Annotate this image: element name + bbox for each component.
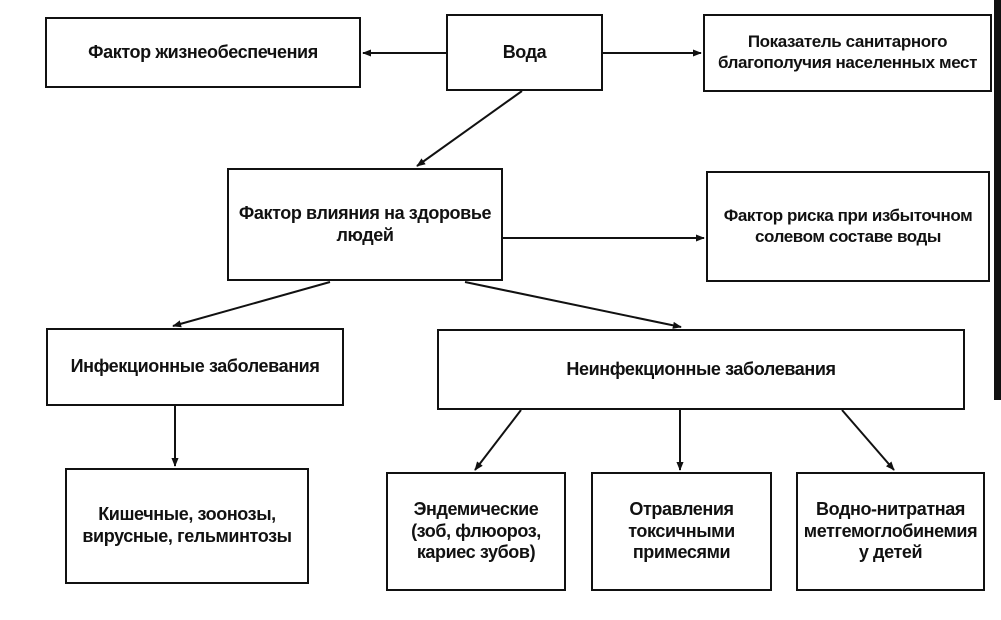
node-nitrate: Водно-нитратная метгемоглобинемия у дете… [796, 472, 985, 591]
node-intestinal: Кишечные, зоонозы, вирусные, гельминтозы [65, 468, 309, 584]
node-infectious: Инфекционные заболевания [46, 328, 344, 406]
node-risk-factor: Фактор риска при избыточном солевом сост… [706, 171, 990, 282]
node-water: Вода [446, 14, 603, 91]
edge-noninfectious-to-nitrate [841, 409, 895, 471]
edge-health-to-noninfectious [464, 281, 682, 329]
node-sanitary-indicator: Показатель санитарного благополучия насе… [703, 14, 992, 92]
node-poisoning: Отравления токсичными примесями [591, 472, 772, 591]
node-endemic: Эндемические (зоб, флюороз, кариес зубов… [386, 472, 566, 591]
right-edge-bar [994, 0, 1001, 400]
node-noninfectious: Неинфекционные заболевания [437, 329, 965, 410]
edge-water-to-health-factor [416, 90, 523, 167]
edge-health-to-infectious [172, 281, 331, 328]
node-life-support: Фактор жизнеобеспечения [45, 17, 361, 88]
edge-noninfectious-to-endemic [474, 409, 522, 471]
node-health-factor: Фактор влияния на здоровье людей [227, 168, 503, 281]
